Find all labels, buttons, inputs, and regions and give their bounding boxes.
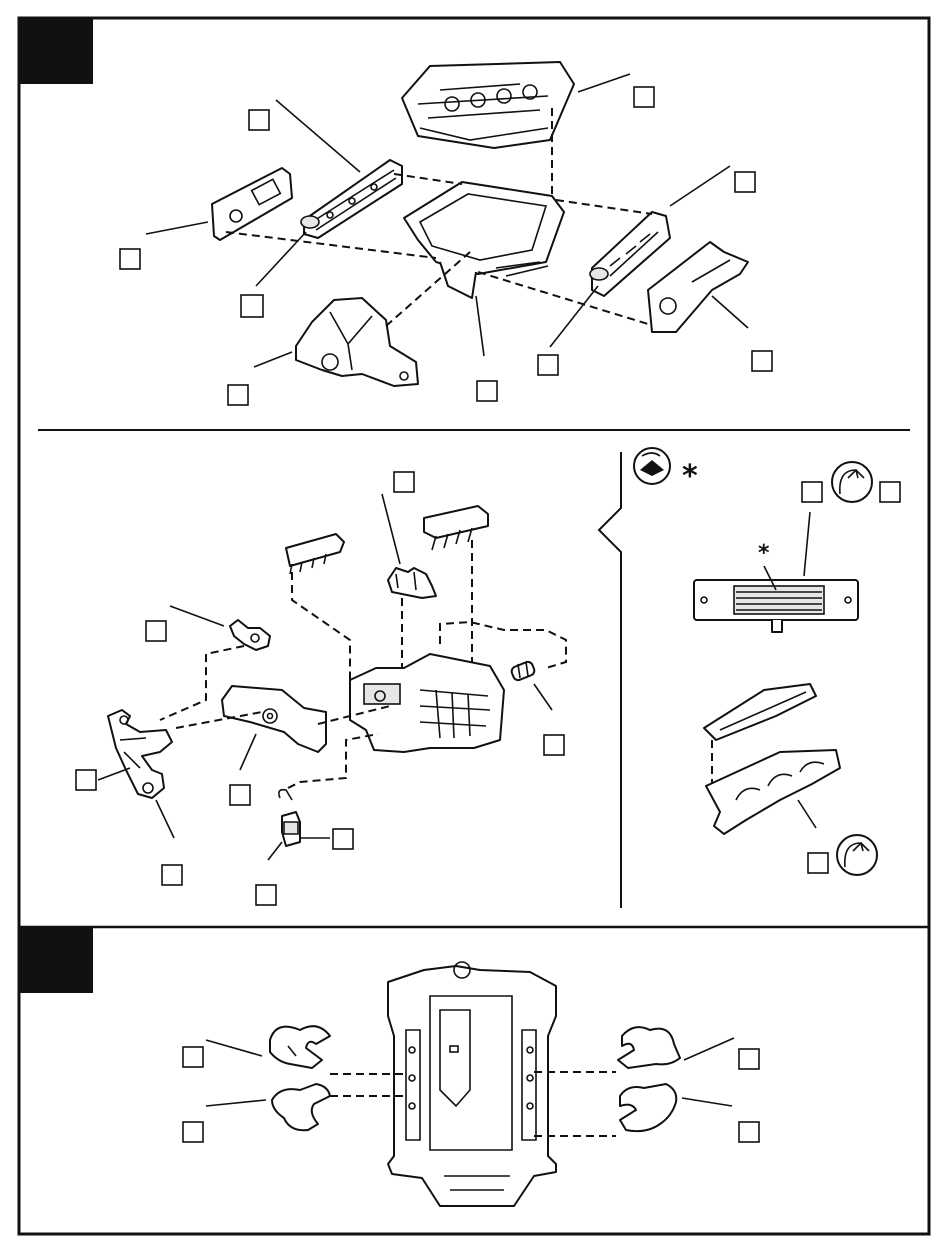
left-block-side-plate (212, 168, 292, 240)
leader-header-ll (206, 1100, 266, 1106)
leader-distributor (170, 606, 224, 626)
valve-cover-left-part (286, 534, 344, 574)
exhaust-manifold-part (706, 750, 840, 834)
right-header-lower-part (620, 1084, 676, 1131)
left-header-lower-part (272, 1084, 330, 1130)
step-2-group: * * (76, 448, 900, 905)
leader-oil-pan (476, 296, 484, 356)
flip-arrow-icon[interactable] (832, 462, 872, 502)
step-1-tab (19, 18, 93, 84)
part-number-box (76, 770, 96, 790)
leader-header-lu (206, 1040, 262, 1056)
leader-exhaust-manifold (798, 800, 816, 828)
part-number-box (802, 482, 822, 502)
part-number-box (739, 1122, 759, 1142)
pulley-bracket-part (108, 710, 172, 798)
part-number-box (249, 110, 269, 130)
part-number-box (183, 1122, 203, 1142)
leader-header-ru (684, 1038, 734, 1060)
part-number-box (538, 355, 558, 375)
step-1-group (120, 62, 772, 405)
part-number-box (735, 172, 755, 192)
part-number-box (146, 621, 166, 641)
step-3-group (183, 962, 759, 1206)
left-cylinder-head-part (301, 160, 402, 238)
oil-filter-part (279, 790, 300, 846)
inset-panel: * * (634, 448, 900, 875)
engine-block-part (350, 654, 504, 752)
radiator-part (694, 580, 858, 632)
part-number-box (394, 472, 414, 492)
left-header-upper-part (270, 1026, 330, 1068)
leader-bracket-a (98, 768, 130, 780)
leader-oil-filter-b (268, 842, 282, 860)
part-number-box (120, 249, 140, 269)
leader-right-head-pin (550, 286, 598, 347)
part-number-box (752, 351, 772, 371)
decal-marker: * (758, 541, 770, 566)
carburetor-part (388, 568, 436, 598)
intake-manifold-part (704, 684, 816, 740)
leader-right-side-plate (712, 296, 748, 328)
part-number-box (333, 829, 353, 849)
oil-pan-part (404, 182, 564, 298)
part-number-box (477, 381, 497, 401)
part-number-box (544, 735, 564, 755)
right-header-upper-part (618, 1027, 680, 1068)
engine-rear-view-part (388, 962, 556, 1206)
leader-radiator (804, 512, 810, 576)
front-cover-part (296, 298, 418, 386)
leader-right-head (670, 166, 730, 206)
leader-side-plate (146, 222, 208, 234)
leader-valley-cover (578, 74, 630, 92)
intake-runners-part (424, 506, 488, 550)
flip-arrow-icon[interactable] (837, 835, 877, 875)
part-number-box (739, 1049, 759, 1069)
fan-shroud-part (222, 686, 326, 752)
part-number-box (808, 853, 828, 873)
paint-icon (634, 448, 670, 484)
leader-fuel-filter (534, 684, 552, 710)
valley-cover-part (402, 62, 574, 148)
leader-fan-shroud (240, 734, 256, 770)
leader-carburetor (382, 494, 400, 564)
divider-inset-panel (599, 452, 621, 908)
part-number-box (228, 385, 248, 405)
leader-header-rl (682, 1098, 732, 1106)
leader-bracket-b (156, 800, 174, 838)
leader-front-cover (254, 352, 292, 367)
part-number-box (183, 1047, 203, 1067)
part-number-box (256, 885, 276, 905)
leader-left-head (276, 100, 360, 172)
distributor-part (230, 620, 270, 650)
part-number-box (162, 865, 182, 885)
part-number-box (241, 295, 263, 317)
part-number-box (634, 87, 654, 107)
part-number-box (880, 482, 900, 502)
paint-note-marker: * (682, 459, 698, 494)
right-block-side-plate (648, 242, 748, 332)
fuel-filter-part (510, 660, 536, 681)
part-number-box (230, 785, 250, 805)
step-3-tab (19, 927, 93, 993)
